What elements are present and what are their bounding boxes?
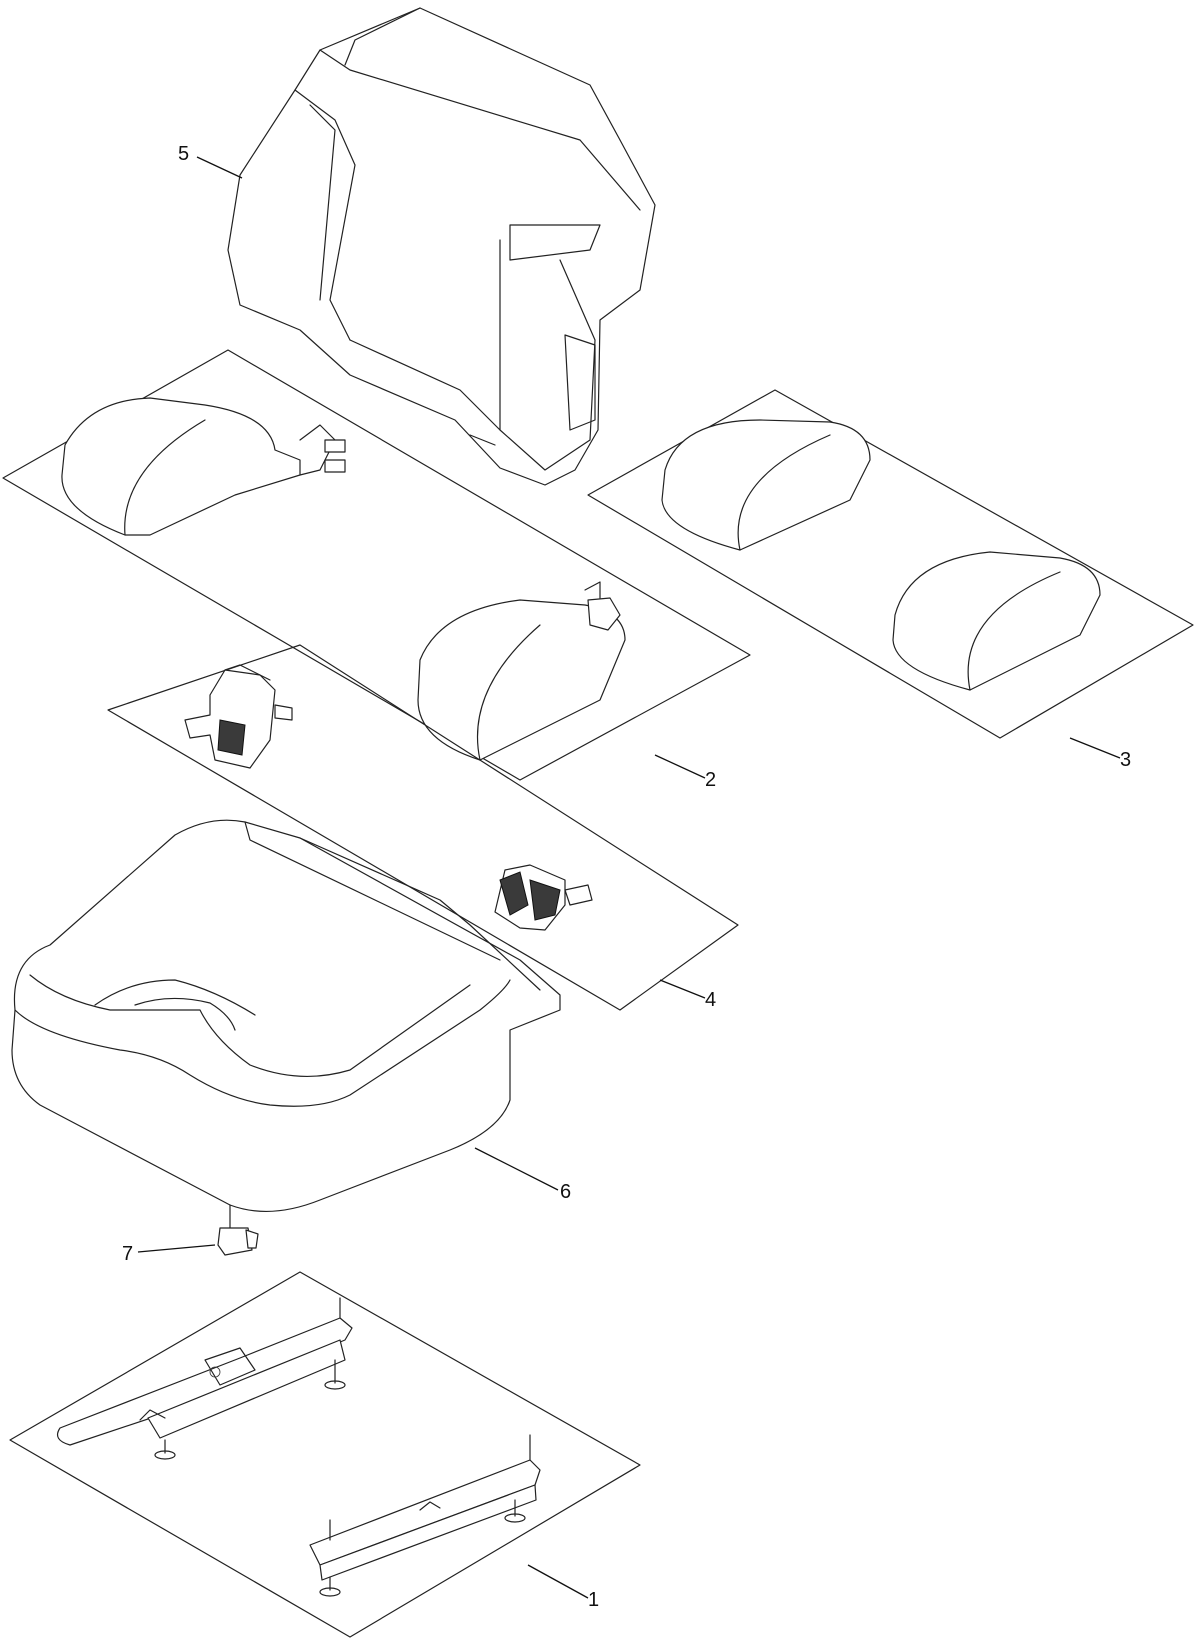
callout-2: 2: [705, 769, 716, 791]
part-7-seat-switch: 7: [122, 1204, 259, 1265]
slide-rail-upper: [57, 1297, 353, 1460]
part-6-seat-cushion: 6: [11, 819, 571, 1212]
callout-7: 7: [122, 1243, 133, 1265]
seat-belt-buckle: [494, 864, 593, 931]
callout-5: 5: [178, 143, 189, 165]
part-5-seat-back: [227, 7, 656, 486]
callout-5-group: 5: [178, 143, 243, 179]
part-3-armrest-pads-panel: 3: [587, 389, 1194, 771]
callout-6: 6: [560, 1181, 571, 1203]
pad-lower: [892, 551, 1101, 691]
part-4-seat-belt-panel: 4: [107, 644, 739, 1011]
callout-1: 1: [588, 1589, 599, 1611]
armrest-left: [61, 397, 346, 536]
callout-4: 4: [705, 989, 716, 1011]
pad-upper: [661, 419, 871, 551]
part-1-seat-slides-panel: 1: [9, 1271, 641, 1638]
seat-belt-retractor: [184, 664, 293, 769]
slide-rail-lower: [309, 1434, 541, 1597]
callout-3: 3: [1120, 749, 1131, 771]
part-2-armrest-panel: 2: [2, 349, 751, 791]
armrest-right: [417, 581, 626, 761]
